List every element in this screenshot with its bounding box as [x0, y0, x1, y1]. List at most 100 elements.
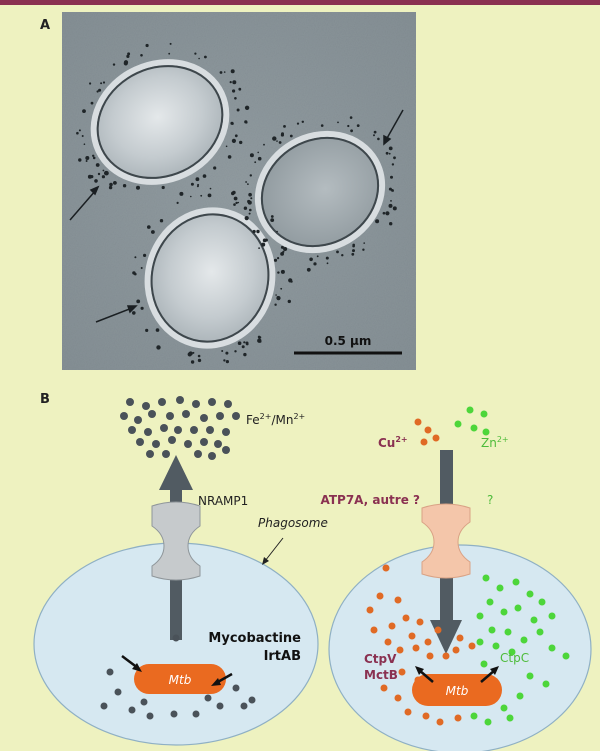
- iron-dots-cluster: [120, 396, 240, 460]
- granule: [223, 71, 226, 73]
- granule: [243, 206, 248, 210]
- iron-ion: [144, 428, 152, 436]
- granule: [261, 242, 266, 247]
- zinc-ion: [548, 612, 556, 620]
- granule: [275, 294, 277, 296]
- granule: [281, 132, 284, 136]
- granule: [320, 124, 324, 127]
- granule: [237, 341, 242, 346]
- zinc-label: Zn2+: [481, 435, 509, 450]
- granule: [239, 140, 243, 145]
- granule: [373, 134, 375, 137]
- granule: [388, 203, 393, 208]
- granule: [190, 360, 195, 364]
- granule: [283, 125, 286, 128]
- copper-ion: [394, 694, 402, 702]
- zinc-ion: [500, 608, 508, 616]
- copper-ion: [454, 714, 462, 722]
- granule: [122, 184, 127, 188]
- granule: [234, 134, 238, 138]
- export-arrow-head: [490, 666, 499, 675]
- granule: [273, 258, 278, 262]
- granule: [98, 88, 102, 92]
- copper-ion: [416, 618, 424, 626]
- granule: [309, 257, 313, 262]
- copper-ion: [380, 684, 388, 692]
- iron-ion: [224, 400, 232, 408]
- granule: [382, 211, 386, 215]
- granule: [272, 136, 277, 141]
- granule: [313, 262, 317, 266]
- zinc-ion: [480, 410, 488, 418]
- granule: [290, 280, 293, 283]
- granule: [252, 229, 256, 234]
- granule: [197, 358, 202, 363]
- copper-ion: [420, 438, 428, 446]
- granule: [198, 57, 200, 60]
- zinc-ion: [516, 692, 524, 700]
- granule: [109, 182, 113, 187]
- mctb-label: MctB: [364, 668, 398, 682]
- copper-ion: [424, 638, 432, 646]
- granule: [243, 352, 247, 357]
- zinc-ion: [548, 644, 556, 652]
- copper-ion: [402, 614, 410, 622]
- granule: [232, 190, 236, 195]
- zinc-ion: [496, 584, 504, 592]
- iron-ion: [206, 426, 214, 434]
- mtb-label-right: Mtb: [446, 684, 469, 698]
- iron-ion: [172, 634, 180, 642]
- zinc-ion: [542, 680, 550, 688]
- iron-ion: [192, 400, 200, 408]
- granule: [195, 177, 200, 182]
- granule: [231, 122, 234, 125]
- granule: [363, 242, 366, 244]
- copper-ion: [396, 646, 404, 654]
- zinc-ion: [482, 574, 490, 582]
- granule: [123, 60, 129, 65]
- iron-ion: [142, 402, 150, 410]
- granule: [393, 156, 396, 160]
- granule: [389, 222, 393, 226]
- granule: [81, 135, 84, 137]
- granule: [341, 254, 344, 257]
- granule: [76, 131, 79, 135]
- copper-ion: [426, 652, 434, 660]
- granule: [277, 257, 280, 260]
- export-arrow-head: [415, 666, 424, 675]
- granule: [78, 158, 82, 162]
- iron-ion: [174, 426, 182, 434]
- granule: [270, 215, 274, 218]
- granule: [392, 190, 394, 192]
- granule: [280, 252, 284, 256]
- granule: [97, 172, 101, 176]
- iron-ion: [100, 702, 108, 710]
- granule: [278, 141, 282, 144]
- scale-bar-label: 0.5 µm: [325, 334, 372, 348]
- granule: [168, 52, 171, 55]
- granule: [243, 341, 246, 344]
- iron-ion: [240, 702, 248, 710]
- iron-ion: [222, 428, 230, 436]
- iron-ion: [134, 416, 142, 424]
- granule: [100, 82, 103, 85]
- copper-ion: [414, 418, 422, 426]
- granule: [108, 185, 113, 190]
- iron-ion: [182, 410, 190, 418]
- metal-transport-diagram: NRAMP1 Fe2+/Mn2+ Phagosome Mycobactine I…: [33, 396, 592, 751]
- granule: [209, 187, 212, 190]
- mtb-label-left: Mtb: [169, 673, 192, 687]
- granule: [233, 196, 238, 201]
- granule: [289, 134, 293, 138]
- granule: [388, 146, 393, 151]
- copper-ion: [468, 642, 476, 650]
- granule: [245, 181, 248, 183]
- iron-ion: [214, 440, 222, 448]
- granule: [225, 145, 228, 148]
- granule: [248, 212, 251, 215]
- copper-ion: [404, 708, 412, 716]
- zinc-ion: [500, 704, 508, 712]
- granule: [385, 151, 389, 155]
- granule: [390, 175, 393, 179]
- granule: [113, 181, 117, 185]
